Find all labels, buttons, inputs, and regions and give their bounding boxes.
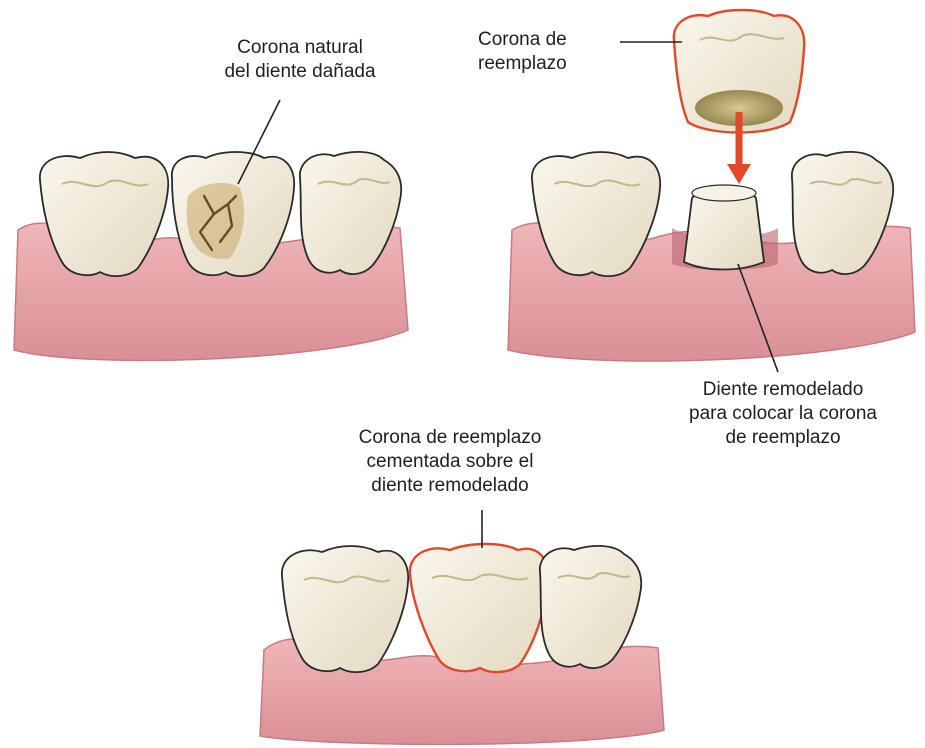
label-line: del diente dañada xyxy=(190,60,410,84)
label-line: reemplazo xyxy=(478,52,618,76)
label-line: Diente remodelado xyxy=(668,378,898,402)
label-line: para colocar la corona xyxy=(668,402,898,426)
panel-damaged-tooth xyxy=(14,100,408,360)
label-line: Corona natural xyxy=(190,36,410,60)
label-damaged-crown: Corona natural del diente dañada xyxy=(190,36,410,84)
cemented-crown xyxy=(410,544,548,672)
label-cemented-crown: Corona de reemplazo cementada sobre el d… xyxy=(330,426,570,498)
label-line: de reemplazo xyxy=(668,426,898,450)
label-line: cementada sobre el xyxy=(330,450,570,474)
molar-left xyxy=(282,546,408,672)
label-reshaped-tooth: Diente remodelado para colocar la corona… xyxy=(668,378,898,450)
label-line: diente remodelado xyxy=(330,474,570,498)
label-line: Corona de reemplazo xyxy=(330,426,570,450)
placement-arrow-head xyxy=(727,164,751,184)
panel-cemented-crown xyxy=(260,510,664,744)
stump-top xyxy=(692,185,756,201)
label-line: Corona de xyxy=(478,28,618,52)
label-replacement-crown: Corona de reemplazo xyxy=(478,28,618,76)
